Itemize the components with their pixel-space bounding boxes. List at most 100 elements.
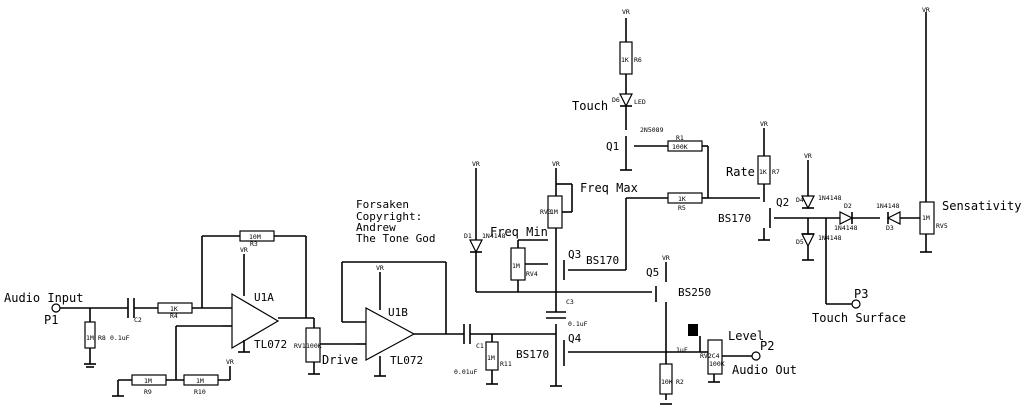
p3-label: P3 [854, 287, 868, 301]
r8-label: R8 [98, 334, 106, 342]
r6-value: 1K [621, 56, 629, 64]
d4-label: D4 [796, 196, 804, 204]
rv1-drive-pot [305, 318, 356, 375]
audio-out-label: Audio Out [732, 363, 797, 377]
c1-r11 [463, 324, 556, 385]
rv2-pot [707, 339, 723, 375]
r4-value: 1K [170, 305, 178, 313]
d1-label: D1 [464, 232, 472, 240]
c3-label: C3 [566, 298, 574, 306]
d6-label: D6 [612, 96, 620, 104]
q2-part-label: BS170 [718, 212, 751, 225]
u1b-opamp [341, 261, 464, 377]
d6-value: LED [634, 98, 646, 106]
r8-value: 1M [86, 334, 94, 342]
vr-label-u1b: VR [376, 264, 384, 272]
level-label: Level [728, 329, 764, 343]
q4-part-label: BS170 [516, 348, 549, 361]
vr-label-rv3: VR [552, 160, 560, 168]
q3-q4-stack [469, 168, 708, 387]
q1-label: Q1 [606, 140, 619, 153]
freq-min-label: Freq Min [490, 225, 548, 239]
q5-label: Q5 [646, 266, 659, 279]
vr-label-r6: VR [622, 8, 630, 16]
vr-label-u1a: VR [240, 246, 248, 254]
r10-value: 1M [196, 377, 204, 385]
d3-label: D3 [886, 224, 894, 232]
r4-label: R4 [170, 312, 178, 320]
r11-label: R11 [500, 360, 512, 368]
drive-label: Drive [322, 353, 358, 367]
r9-value: 1M [144, 377, 152, 385]
d2-label: D2 [844, 202, 852, 210]
c2-label: C2 [134, 316, 142, 324]
p1-label: P1 [44, 313, 58, 327]
u1b-label: U1B [388, 306, 408, 319]
r10-label: R10 [194, 388, 206, 396]
led-section [619, 18, 760, 199]
u1a-opamp [112, 230, 314, 397]
rv5-pot [919, 201, 935, 235]
rv3-value: 1M [550, 208, 558, 216]
q3-label: Q3 [568, 248, 581, 261]
p2-label: P2 [760, 339, 774, 353]
credit-line-4: The Tone God [356, 232, 435, 245]
q2-label: Q2 [776, 196, 789, 209]
r1-value: 100K [672, 143, 688, 151]
u1a-part-label: TL072 [254, 338, 287, 351]
c1-value: 0.01uF [454, 368, 478, 376]
rv1-value: 100K [306, 342, 322, 350]
p3-connector [851, 299, 861, 309]
r1-label: R1 [676, 134, 684, 142]
c4-value: 1uF [676, 346, 688, 354]
u1a-label: U1A [254, 291, 274, 304]
rate-sense-section [757, 12, 935, 309]
r7-value: 1K [759, 168, 767, 176]
d5-value: 1N4148 [818, 234, 842, 242]
r9-label: R9 [144, 388, 152, 396]
credit-line-2: Copyright: [356, 210, 422, 223]
d1-value: 1N4148 [482, 232, 506, 240]
c3-value: 0.1uF [568, 320, 588, 328]
d3-value: 1N4148 [876, 202, 900, 210]
input-section [51, 298, 232, 368]
p2-connector [751, 351, 761, 361]
touch-label: Touch [572, 99, 608, 113]
r10-resistor [183, 374, 219, 386]
r3-value: 10M [249, 233, 261, 241]
r2-resistor [659, 363, 673, 395]
r5-value: 1K [678, 195, 686, 203]
touch-surface-label: Touch Surface [812, 311, 906, 325]
rv3-label: RV3 [540, 208, 552, 216]
audio-input-label: Audio Input [4, 291, 83, 305]
d2-value: 1N4148 [834, 224, 858, 232]
vr-label-d4: VR [804, 152, 812, 160]
r5-label: R5 [678, 204, 686, 212]
q4-label: Q4 [568, 332, 582, 345]
vr-label-rv5: VR [922, 6, 930, 14]
d4-value: 1N4148 [818, 194, 842, 202]
q5-output [655, 262, 761, 405]
rv5-label: RV5 [936, 222, 948, 230]
rv2-label: RV2C4 [700, 352, 720, 360]
c4-capacitor [688, 324, 698, 336]
vr-label-q5: VR [662, 254, 670, 262]
rv4-label: RV4 [526, 270, 538, 278]
d5-label: D5 [796, 238, 804, 246]
q5-part-label: BS250 [678, 286, 711, 299]
c1-label: C1 [476, 342, 484, 350]
r7-label: R7 [772, 168, 780, 176]
q1-part-label: 2N5089 [640, 126, 664, 134]
freq-max-label: Freq Max [580, 181, 638, 195]
vr-label-r7: VR [760, 120, 768, 128]
r9-resistor [131, 374, 167, 386]
c2-value: 0.1uF [110, 334, 130, 342]
r6-label: R6 [634, 56, 642, 64]
u1b-part-label: TL072 [390, 354, 423, 367]
vr-label-d1: VR [472, 160, 480, 168]
rv4-value: 1M [512, 262, 520, 270]
credit-line-3: Andrew [356, 221, 396, 234]
r3-label: R3 [250, 240, 258, 248]
p1-connector [51, 303, 61, 313]
